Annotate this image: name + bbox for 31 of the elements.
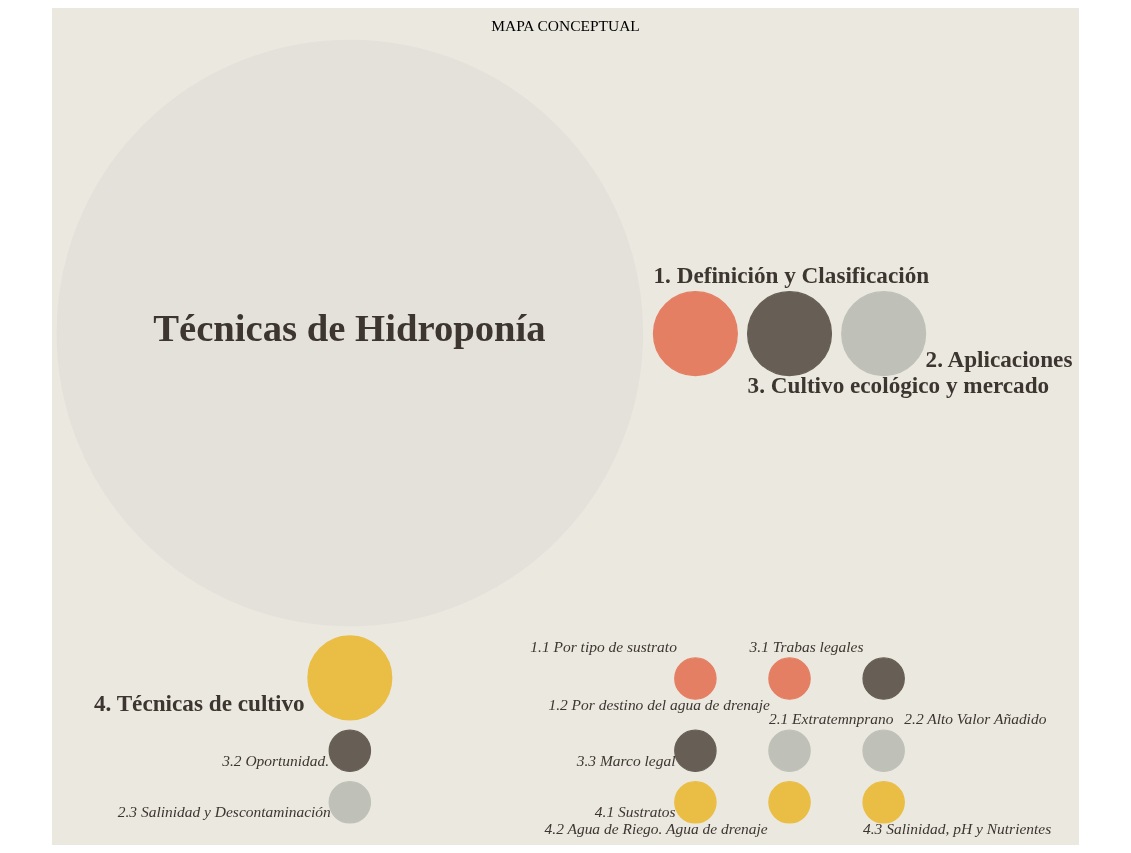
node-circle xyxy=(307,635,393,721)
node-label: 3.3 Marco legal xyxy=(576,751,676,769)
node-circle xyxy=(674,657,717,700)
node-circle xyxy=(768,781,811,824)
node-circle xyxy=(674,781,717,824)
node-circle xyxy=(862,657,905,700)
node-label: 3.2 Oportunidad. xyxy=(222,751,330,769)
node-circle xyxy=(768,657,811,700)
node-circle xyxy=(328,729,372,773)
node-label: 3. Cultivo ecológico y mercado xyxy=(747,371,1050,398)
node-label: 1.2 Por destino del agua de drenaje xyxy=(548,696,770,714)
node-label: 4.2 Agua de Riego. Agua de drenaje xyxy=(544,820,768,838)
node-circle xyxy=(862,781,905,824)
node-circle xyxy=(652,291,738,377)
node-label: 4.1 Sustratos xyxy=(594,803,676,821)
diagram-title: MAPA CONCEPTUAL xyxy=(491,16,640,34)
node-label: 2.3 Salinidad y Descontaminación xyxy=(117,803,331,821)
node-circle xyxy=(862,729,905,773)
node-label: 4.3 Salinidad, pH y Nutrientes xyxy=(863,820,1052,838)
node-label: 2.1 Extratemnprano xyxy=(768,710,894,728)
node-circle xyxy=(841,291,927,377)
node-label: 2. Aplicaciones xyxy=(925,346,1073,373)
node-circle xyxy=(746,291,833,377)
node-circle xyxy=(768,729,811,773)
node-circle xyxy=(674,729,717,773)
node-label: 1. Definición y Clasificación xyxy=(653,262,930,289)
node-label: 3.1 Trabas legales xyxy=(749,638,864,656)
node-label: 4. Técnicas de cultivo xyxy=(93,690,305,717)
node-circle xyxy=(328,781,372,824)
node-label: 2.2 Alto Valor Añadido xyxy=(904,710,1047,728)
node-label: 1.1 Por tipo de sustrato xyxy=(530,638,677,656)
